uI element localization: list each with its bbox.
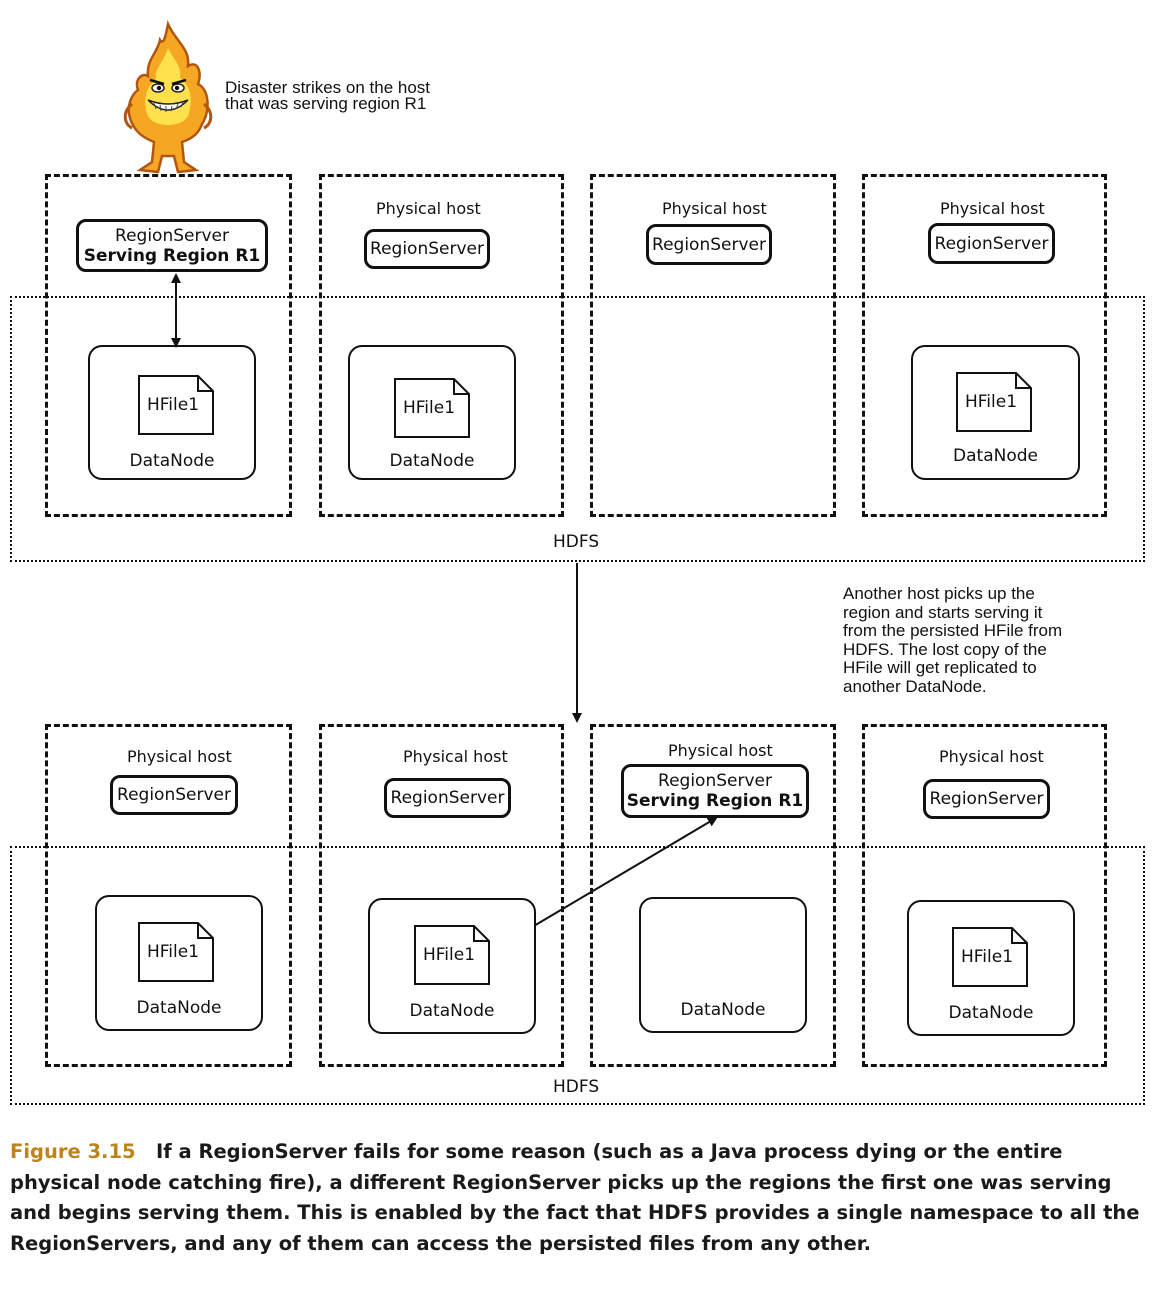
bottom-regionserver-3-label: RegionServer [658,771,772,791]
top-host-4 [862,174,1107,517]
top-regionserver-3-label: RegionServer [652,234,766,255]
bottom-regionserver-3-serving: Serving Region R1 [626,791,804,811]
bottom-host-2-label: Physical host [403,747,508,766]
top-regionserver-2: RegionServer [364,229,490,269]
top-datanode-1-file-label: HFile1 [146,395,200,415]
bottom-host-4-label: Physical host [939,747,1044,766]
bottom-datanode-2-file-label: HFile1 [422,945,476,965]
bottom-regionserver-1-label: RegionServer [117,785,231,805]
disaster-note-line-2: that was serving region R1 [225,93,427,113]
top-host-4-label: Physical host [940,199,1045,218]
caption-text: If a RegionServer fails for some reason … [10,1140,1140,1255]
file-icon: HFile1 [956,372,1032,432]
fire-monster-icon [123,20,213,174]
bottom-host-4 [862,724,1107,1067]
top-hdfs-region [10,296,1145,562]
figure-caption: Figure 3.15 If a RegionServer fails for … [10,1137,1150,1259]
bottom-datanode-4-file-label: HFile1 [960,947,1014,967]
bottom-host-1 [45,724,292,1067]
another-host-note-line-1: Another host picks up the [843,584,1035,603]
another-host-note-line-3: from the persisted HFile from [843,621,1063,640]
bottom-regionserver-3: RegionServer Serving Region R1 [621,764,809,818]
bottom-datanode-2: HFile1 DataNode [368,898,536,1034]
bottom-hdfs-region [10,846,1145,1105]
top-datanode-1: HFile1 DataNode [88,345,256,480]
figure-number: Figure 3.15 [10,1140,136,1163]
bottom-host-1-label: Physical host [127,747,232,766]
bottom-host-3-label: Physical host [668,741,773,760]
top-datanode-1-label: DataNode [129,451,215,471]
bottom-datanode-4-label: DataNode [948,1003,1034,1023]
bottom-regionserver-2: RegionServer [384,778,511,818]
bottom-regionserver-2-label: RegionServer [390,788,505,808]
another-host-note: Another host picks up the region and sta… [843,584,1063,696]
top-regionserver-4-label: RegionServer [934,233,1049,254]
file-icon: HFile1 [394,378,470,438]
disaster-note: Disaster strikes on the host that was se… [225,78,431,113]
top-hdfs-label: HDFS [553,532,600,552]
top-datanode-4: HFile1 DataNode [911,345,1080,480]
bottom-host-2 [319,724,564,1067]
top-regionserver-2-label: RegionServer [370,239,484,259]
file-icon: HFile1 [414,925,490,985]
file-icon: HFile1 [138,375,214,435]
top-regionserver-1-serving: Serving Region R1 [83,245,261,266]
top-regionserver-4: RegionServer [928,223,1055,264]
top-host-3-label: Physical host [662,199,767,218]
bottom-hdfs-label: HDFS [553,1077,600,1097]
top-regionserver-1: RegionServer Serving Region R1 [76,219,268,272]
top-datanode-2-label: DataNode [389,451,475,471]
top-regionserver-3: RegionServer [646,224,772,265]
top-datanode-4-label: DataNode [953,446,1038,466]
bottom-datanode-2-label: DataNode [409,1001,495,1021]
bottom-host-3 [590,724,836,1067]
top-host-1 [45,174,292,517]
file-icon: HFile1 [952,927,1028,987]
file-icon: HFile1 [138,922,214,982]
another-host-note-line-4: HDFS. The lost copy of the [843,639,1047,659]
top-host-2-label: Physical host [376,199,481,218]
bottom-datanode-1-file-label: HFile1 [146,942,200,962]
bottom-datanode-1: HFile1 DataNode [95,895,263,1031]
bottom-regionserver-4: RegionServer [923,779,1050,819]
another-host-note-line-2: region and starts serving it [843,602,1043,622]
top-regionserver-1-label: RegionServer [115,225,229,246]
bottom-regionserver-1: RegionServer [110,775,238,815]
top-host-3 [590,174,836,517]
top-datanode-4-file-label: HFile1 [964,392,1018,412]
disaster-note-line-1: Disaster strikes on the host [225,78,431,97]
another-host-note-line-5: HFile will get replicated to [843,658,1037,677]
bottom-regionserver-4-label: RegionServer [929,789,1044,809]
another-host-note-line-6: another DataNode. [843,676,987,696]
bottom-datanode-3-label: DataNode [680,1000,766,1020]
bottom-datanode-1-label: DataNode [136,998,222,1018]
bottom-datanode-3: DataNode [639,897,807,1033]
top-host-2 [319,174,564,517]
top-datanode-2-file-label: HFile1 [402,398,456,418]
top-datanode-2: HFile1 DataNode [348,345,516,480]
bottom-datanode-4: HFile1 DataNode [907,900,1075,1036]
